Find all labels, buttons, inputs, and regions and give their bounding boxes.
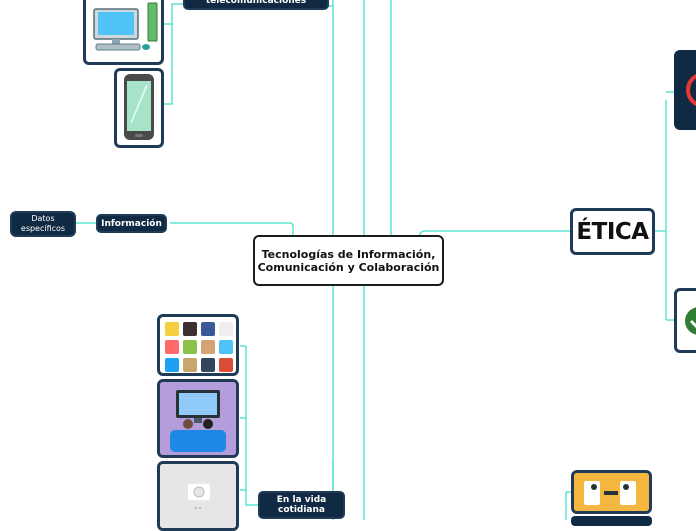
family-tv-icon	[160, 382, 236, 455]
bottom-right-image	[571, 470, 652, 514]
smartphone-icon	[124, 74, 154, 140]
datos-especificos-node[interactable]: Datos específicos	[10, 211, 76, 237]
etica-node[interactable]: ÉTICA	[570, 208, 655, 255]
central-topic-title: Tecnologías de Información, Comunicación…	[257, 247, 440, 274]
social-apps-image	[157, 314, 239, 376]
photo-placeholder-image	[157, 461, 239, 531]
app-grid-icon	[165, 322, 233, 372]
telecom-node[interactable]: telecomunicaciones	[183, 0, 329, 10]
red-warning-image	[674, 50, 696, 130]
check-circle-icon	[685, 307, 696, 335]
bottom-right-image-2	[571, 516, 652, 526]
telecom-label: telecomunicaciones	[205, 0, 307, 6]
central-topic[interactable]: Tecnologías de Información, Comunicación…	[253, 235, 444, 286]
tv-family-image	[157, 379, 239, 458]
vida-cotidiana-label: En la vida cotidiana	[276, 495, 327, 515]
informacion-node[interactable]: Información	[96, 214, 167, 233]
prohibited-icon	[686, 73, 696, 107]
people-communication-icon	[574, 473, 649, 511]
computer-image	[83, 0, 164, 65]
vida-cotidiana-node[interactable]: En la vida cotidiana	[258, 491, 345, 519]
etica-label: ÉTICA	[576, 218, 649, 245]
informacion-label: Información	[101, 218, 162, 229]
camera-icon	[160, 464, 236, 528]
computer-icon	[93, 2, 158, 51]
green-check-image	[674, 288, 696, 353]
datos-especificos-label: Datos específicos	[20, 214, 66, 233]
smartphone-image	[114, 68, 164, 148]
